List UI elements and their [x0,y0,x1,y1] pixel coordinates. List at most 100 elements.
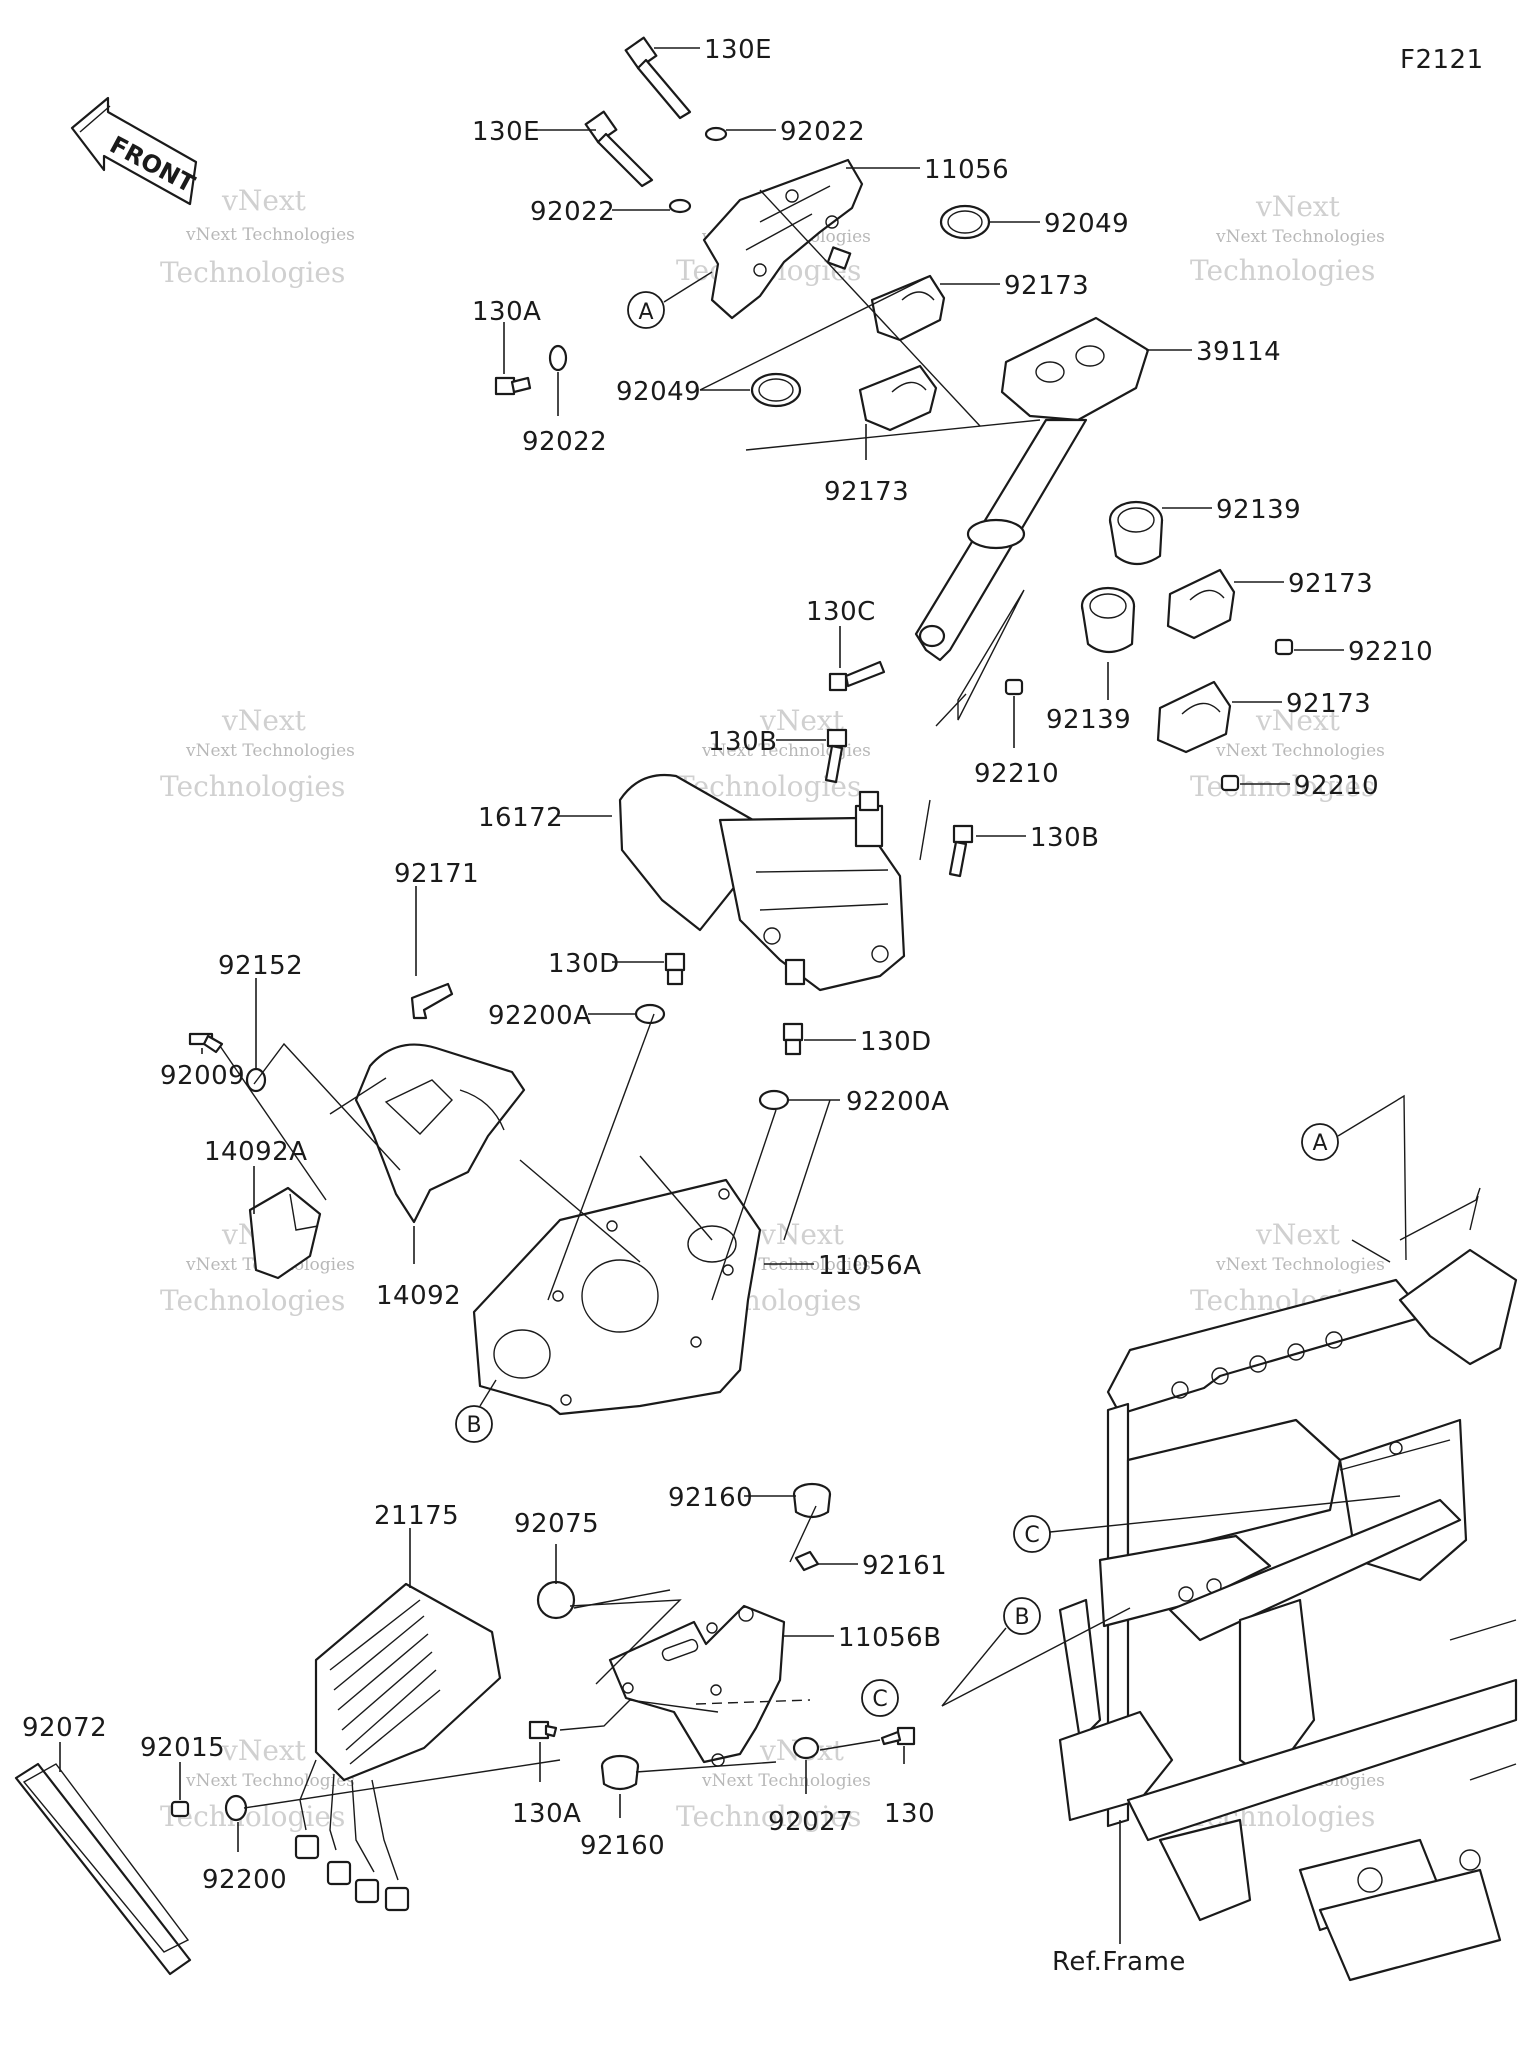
watermark-text: Technologies [1190,254,1375,287]
part-label: 130A [472,297,541,327]
ref-frame-label: Ref.Frame [1052,1947,1186,1977]
part-label: 11056 [924,155,1009,185]
watermark-text: vNext [221,184,307,217]
clamp-92173 [858,364,938,432]
part-label: 92027 [768,1807,853,1837]
part-label: 92171 [394,859,479,889]
part-label: 92210 [1294,771,1379,801]
part-label: 92049 [1044,209,1129,239]
part-label: 130C [806,597,876,627]
nut-92015 [170,1800,190,1818]
part-label: 92160 [580,1831,665,1861]
part-label: 92200 [202,1865,287,1895]
watermark-text: vNext Technologies [1215,741,1385,761]
bolt-130e-upper [624,36,692,120]
bolt-130 [880,1726,916,1746]
watermark-text: vNext [221,1734,307,1767]
clamp-92173 [1166,568,1236,640]
washer-92200 [224,1794,248,1822]
watermark-text: vNext Technologies [1215,227,1385,247]
part-label: 92022 [780,117,865,147]
nut-92210 [1004,678,1024,696]
part-label: 130D [548,949,620,979]
collar-92161 [794,1550,820,1572]
screw-92009 [188,1032,224,1054]
part-label: 130B [708,727,777,757]
part-label: 92200A [488,1001,592,1031]
part-label: 92161 [862,1551,947,1581]
watermark-text: vNext Technologies [185,225,355,245]
washer-92022 [548,344,568,372]
part-label: 92022 [522,427,607,457]
washer-92200a [634,1003,666,1025]
callout-b-mid: B [455,1379,497,1443]
bolt-130a [494,376,532,396]
watermark-text: vNext Technologies [185,741,355,761]
watermark-text: vNext [1255,1218,1341,1251]
watermark-text: Technologies [160,770,345,803]
bottom-assembly [14,1482,916,1976]
top-assembly [494,36,1294,792]
plate-11056a [472,1178,762,1416]
part-label: 92072 [22,1713,107,1743]
bracket-11056 [702,158,864,320]
callout-label: C [872,1687,887,1712]
clamp-92173 [1156,680,1232,754]
part-label: 39114 [1196,337,1281,367]
bolt-130e-lower [584,110,654,188]
reference-frame [1058,1187,1518,1982]
steering-shaft-39114 [914,316,1150,662]
bolt-130c [828,660,886,692]
watermark-text: Technologies [160,1800,345,1833]
part-label: 92173 [1004,271,1089,301]
bolt-130a [528,1720,558,1740]
callout-label: A [1312,1131,1327,1156]
watermark-text: vNext [1255,704,1341,737]
part-label: 130D [860,1027,932,1057]
part-label: 92139 [1216,495,1301,525]
callout-a-frame: A [1301,1094,1407,1261]
watermark-text: Technologies [160,256,345,289]
watermark-text: Technologies [676,1800,861,1833]
callout-label: A [638,300,653,325]
cover-14092 [354,1043,526,1224]
callout-label: B [1014,1605,1029,1630]
nut-92210 [1274,638,1294,656]
bolt-130d [664,952,686,986]
clip-92171 [410,982,454,1020]
part-label: 130E [472,117,540,147]
part-label: 92009 [160,1061,245,1091]
grommet-92160 [792,1482,832,1519]
grommet-92160 [600,1754,640,1791]
washer-92022 [704,126,728,142]
watermark-text: vNext [221,704,307,737]
part-label: 92075 [514,1509,599,1539]
part-label: 92173 [1286,689,1371,719]
bracket-11056b [608,1604,786,1767]
bolt-130b [948,824,974,878]
part-label: 92139 [1046,705,1131,735]
part-label: 92173 [824,477,909,507]
washer-92022 [668,198,692,214]
part-label: 92015 [140,1733,225,1763]
strap-92072 [14,1762,192,1976]
nut-92210 [1220,774,1240,792]
front-arrow-icon: FRONT [70,96,200,206]
cover-14092a [248,1186,322,1280]
part-label: 14092 [376,1281,461,1311]
watermark-text: vNext Technologies [1215,1255,1385,1275]
callout-a-top: A [627,271,713,329]
part-label: 92049 [616,377,701,407]
part-label: 92210 [974,759,1059,789]
bolt-130d [782,1022,804,1056]
part-label: 14092A [204,1137,308,1167]
watermark-text: vNext [1255,190,1341,223]
mid-assembly [188,728,974,1416]
eps-unit-16172 [618,774,906,992]
part-label: 11056B [838,1623,942,1653]
callout-c-frame: C [1013,1495,1401,1553]
cap-92075 [536,1580,576,1620]
part-label: 92173 [1288,569,1373,599]
part-label: 92210 [1348,637,1433,667]
